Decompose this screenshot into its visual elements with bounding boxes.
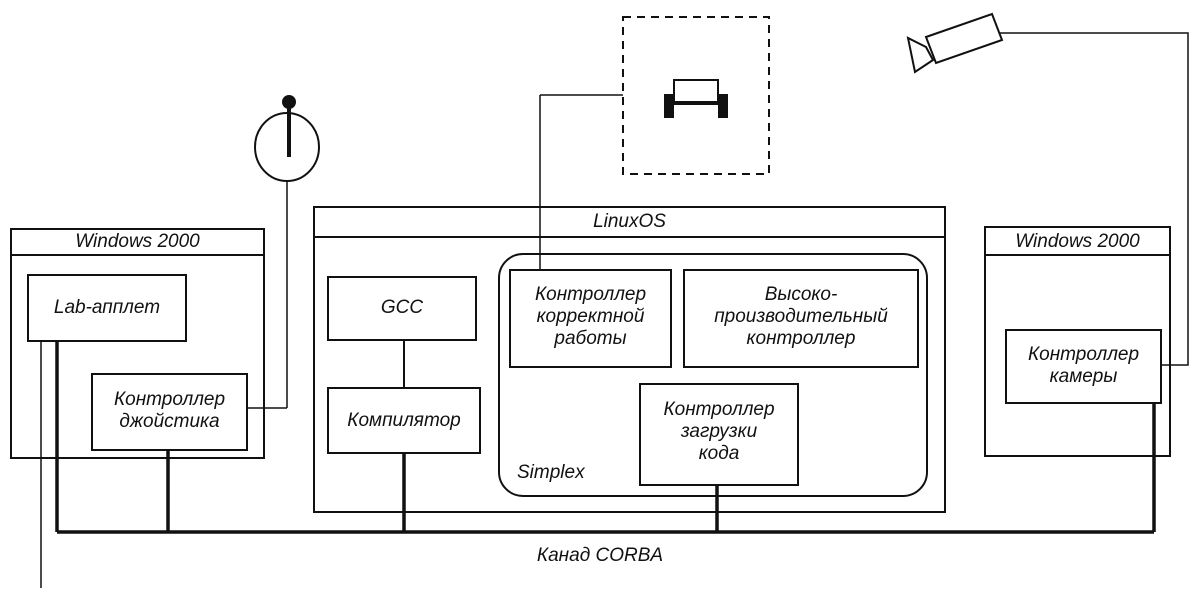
loader-controller-label: Контроллер загрузки кода: [663, 399, 775, 464]
joystick-controller-label: Контроллер джойстика: [113, 389, 226, 432]
left-windows-box: [10, 228, 265, 459]
hp-controller-box: [683, 269, 919, 368]
robot-dashed-frame: [622, 16, 770, 175]
linux-title: LinuxOS: [593, 211, 666, 232]
hp-controller-label: Высоко- производительный контроллер: [714, 284, 888, 349]
right-windows-box: [984, 226, 1171, 457]
corba-bus-label: Канад CORBA: [536, 545, 664, 566]
left-windows-title: Windows 2000: [75, 231, 200, 252]
simplex-label: Simplex: [517, 462, 585, 483]
safety-controller-box: [509, 269, 672, 368]
camera-cable: [1000, 32, 1189, 366]
linux-box: [313, 206, 946, 513]
camera-controller-label: Контроллер камеры: [1027, 344, 1140, 387]
compiler-label: Компилятор: [347, 410, 461, 431]
robot-icon: [664, 79, 728, 118]
loader-controller-box: [639, 383, 799, 486]
lab-applet-box: [27, 274, 187, 342]
gcc-box: [327, 276, 477, 341]
simplex-box: [498, 253, 928, 497]
lab-applet-label: Lab-апплет: [53, 297, 161, 318]
camera-controller-box: [1005, 329, 1162, 404]
gcc-label: GCC: [380, 297, 424, 318]
right-windows-title: Windows 2000: [1015, 231, 1140, 252]
safety-controller-label: Контроллер корректной работы: [534, 284, 647, 349]
camera-icon: [906, 12, 1004, 74]
joystick-knob-icon: [282, 95, 296, 109]
